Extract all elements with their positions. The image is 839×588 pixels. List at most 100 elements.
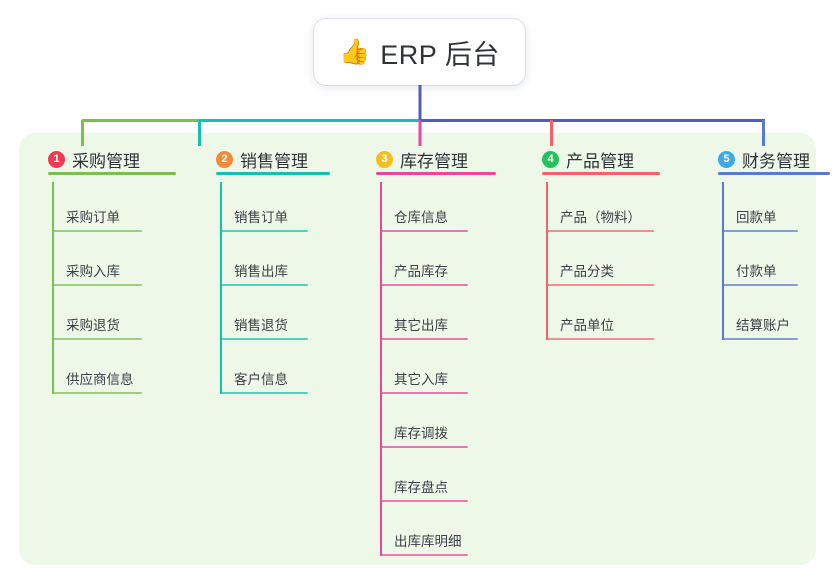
branch-item[interactable]: 产品单位 — [524, 290, 654, 344]
branch-item-underline — [380, 230, 468, 232]
branch-item[interactable]: 仓库信息 — [358, 182, 468, 236]
branch-item-underline — [52, 392, 142, 394]
branch-item[interactable]: 回款单 — [700, 182, 810, 236]
branch-item-underline — [546, 230, 654, 232]
branch-item-underline — [380, 554, 468, 556]
branch-item[interactable]: 产品（物料） — [524, 182, 654, 236]
branch-item-underline — [722, 338, 798, 340]
branch-items: 产品（物料） 产品分类产品单位 — [524, 182, 654, 344]
branch-items: 仓库信息产品库存其它出库其它入库库存调拨库存盘点出库库明细 — [358, 182, 468, 560]
branch-item[interactable]: 出库库明细 — [358, 506, 468, 560]
branch-header-1[interactable]: 1 采购管理 — [30, 146, 176, 175]
branch-header-2[interactable]: 2 销售管理 — [198, 146, 330, 175]
branch-number-badge: 1 — [48, 150, 65, 168]
branch-item[interactable]: 库存调拨 — [358, 398, 468, 452]
branch-header-3[interactable]: 3 库存管理 — [358, 146, 496, 175]
branch-underline — [718, 172, 830, 175]
branch-spine — [722, 182, 724, 340]
branch-item-underline — [380, 338, 468, 340]
branch-column-2: 2 销售管理销售订单销售出库销售退货客户信息 — [198, 146, 330, 398]
branch-item-underline — [220, 230, 308, 232]
root-node[interactable]: 👍 ERP 后台 — [314, 19, 525, 85]
branch-item-label: 客户信息 — [234, 372, 288, 387]
branch-item-underline — [546, 338, 654, 340]
branch-title: 财务管理 — [742, 151, 810, 171]
branch-header-4[interactable]: 4 产品管理 — [524, 146, 660, 175]
branch-item[interactable]: 其它出库 — [358, 290, 468, 344]
branch-item-label: 销售出库 — [234, 264, 288, 279]
branch-spine — [546, 182, 548, 340]
branch-item[interactable]: 销售退货 — [198, 290, 308, 344]
branch-item-label: 出库库明细 — [394, 534, 462, 549]
branch-item[interactable]: 销售出库 — [198, 236, 308, 290]
branch-underline — [542, 172, 660, 175]
branch-number-badge: 2 — [216, 150, 233, 168]
branch-item[interactable]: 产品库存 — [358, 236, 468, 290]
branch-item-label: 产品分类 — [560, 264, 614, 279]
branch-item[interactable]: 供应商信息 — [30, 344, 142, 398]
branch-title: 产品管理 — [566, 151, 634, 171]
branch-item-label: 产品库存 — [394, 264, 448, 279]
branch-number-badge: 3 — [376, 150, 393, 168]
branch-item-underline — [722, 284, 798, 286]
branch-item-underline — [722, 230, 798, 232]
branch-column-4: 4 产品管理产品（物料） 产品分类产品单位 — [524, 146, 660, 344]
branch-item[interactable]: 采购入库 — [30, 236, 142, 290]
branch-item-label: 付款单 — [736, 264, 777, 279]
branch-underline — [48, 172, 176, 175]
branch-item[interactable]: 结算账户 — [700, 290, 810, 344]
branch-item-underline — [220, 392, 308, 394]
thumbs-up-icon: 👍 — [339, 37, 371, 66]
branch-item-label: 其它出库 — [394, 318, 448, 333]
branch-title: 采购管理 — [72, 151, 140, 171]
branch-item[interactable]: 销售订单 — [198, 182, 308, 236]
branch-item-label: 销售订单 — [234, 210, 288, 225]
branch-underline — [376, 172, 496, 175]
branch-item-underline — [380, 500, 468, 502]
branch-column-1: 1 采购管理采购订单采购入库采购退货供应商信息 — [30, 146, 176, 398]
branch-spine — [52, 182, 54, 394]
branch-item-label: 产品（物料） — [560, 210, 641, 225]
branches-panel — [19, 133, 816, 565]
branch-item-underline — [52, 338, 142, 340]
branch-item-label: 仓库信息 — [394, 210, 448, 225]
branch-item[interactable]: 其它入库 — [358, 344, 468, 398]
branch-item[interactable]: 采购退货 — [30, 290, 142, 344]
branch-item[interactable]: 库存盘点 — [358, 452, 468, 506]
branch-underline — [216, 172, 330, 175]
branch-item-underline — [220, 338, 308, 340]
branch-item-underline — [546, 284, 654, 286]
branch-item[interactable]: 客户信息 — [198, 344, 308, 398]
branch-number-badge: 4 — [542, 150, 559, 168]
branch-item-underline — [52, 284, 142, 286]
branch-spine — [220, 182, 222, 394]
branch-item-label: 回款单 — [736, 210, 777, 225]
branch-item-label: 供应商信息 — [66, 372, 134, 387]
branch-item[interactable]: 采购订单 — [30, 182, 142, 236]
branch-item-label: 销售退货 — [234, 318, 288, 333]
branch-item-label: 其它入库 — [394, 372, 448, 387]
branch-item-underline — [380, 392, 468, 394]
branch-column-3: 3 库存管理仓库信息产品库存其它出库其它入库库存调拨库存盘点出库库明细 — [358, 146, 496, 560]
branch-item[interactable]: 产品分类 — [524, 236, 654, 290]
branch-items: 回款单付款单结算账户 — [700, 182, 810, 344]
branch-spine — [380, 182, 382, 556]
branch-item-label: 库存调拨 — [394, 426, 448, 441]
branch-item-underline — [380, 446, 468, 448]
branch-item-underline — [380, 284, 468, 286]
branch-item-label: 采购退货 — [66, 318, 120, 333]
branch-item-label: 产品单位 — [560, 318, 614, 333]
branch-item-label: 采购订单 — [66, 210, 120, 225]
branch-title: 销售管理 — [240, 151, 308, 171]
branch-item[interactable]: 付款单 — [700, 236, 810, 290]
branch-title: 库存管理 — [400, 151, 468, 171]
branch-items: 销售订单销售出库销售退货客户信息 — [198, 182, 308, 398]
branch-item-label: 采购入库 — [66, 264, 120, 279]
branch-item-underline — [52, 230, 142, 232]
branch-item-underline — [220, 284, 308, 286]
root-node-label: ERP 后台 — [380, 39, 500, 70]
branch-item-label: 库存盘点 — [394, 480, 448, 495]
